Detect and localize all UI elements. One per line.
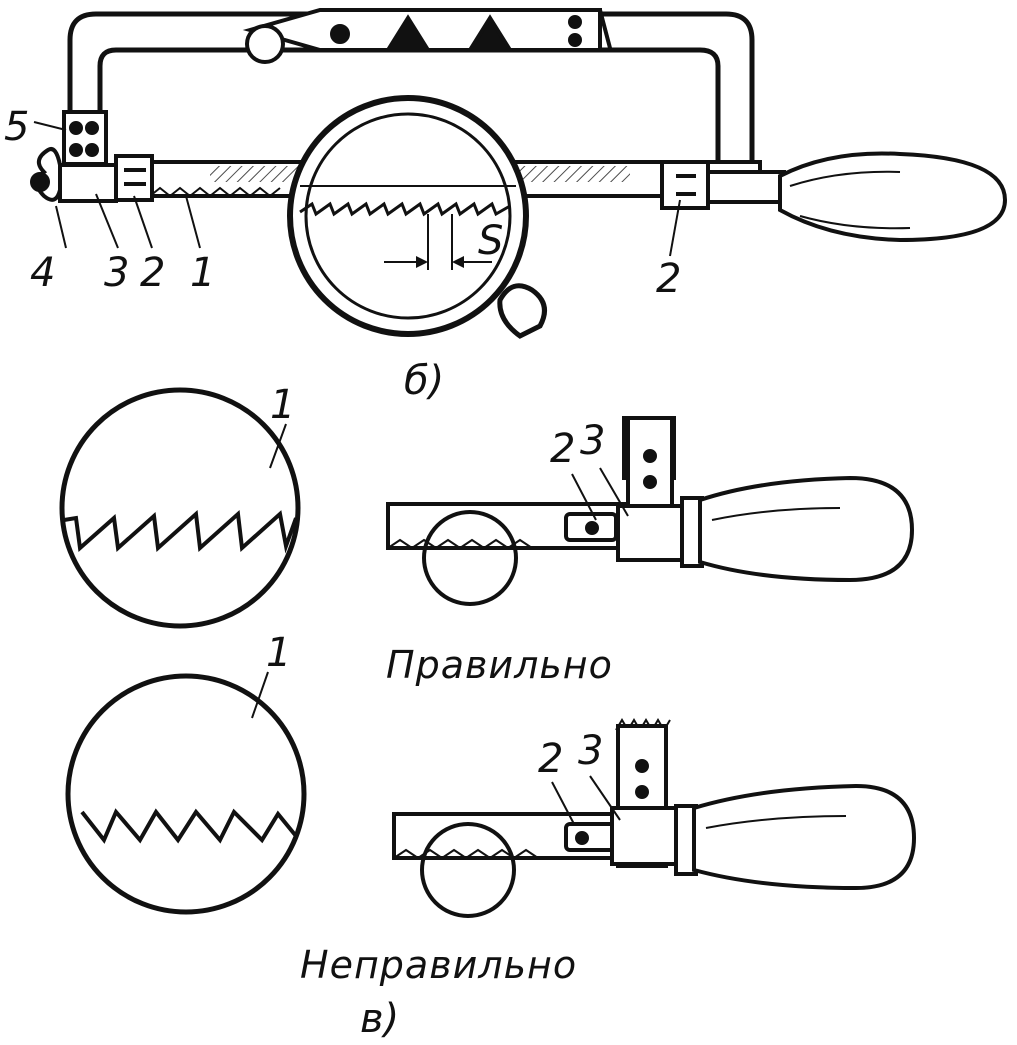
label-detail-2-correct: 2: [550, 426, 575, 472]
label-part-5: 5: [4, 104, 29, 150]
caption-correct: Правильно: [386, 643, 613, 687]
caption-wrong: Неправильно: [300, 943, 577, 987]
frame-slider: [242, 8, 612, 64]
wing-nut: [30, 147, 62, 202]
label-detail-3-correct: 3: [580, 418, 605, 464]
subfigure-label-v: в): [360, 996, 399, 1042]
detail-correct-circle: [59, 387, 301, 629]
subfigure-label-b: б): [404, 358, 444, 404]
label-part-2-right: 2: [656, 256, 681, 302]
label-detail-1-correct: 1: [270, 382, 295, 428]
blade-correct: [386, 416, 915, 606]
blade-wrong: [392, 718, 917, 918]
label-part-4: 4: [30, 250, 55, 296]
magnifier: [287, 95, 547, 339]
right-clamp: [660, 160, 786, 210]
leader-lines-top: [33, 121, 681, 257]
label-pitch: S: [478, 218, 503, 264]
label-detail-3-wrong: 3: [578, 728, 603, 774]
label-detail-2-wrong: 2: [538, 736, 563, 782]
label-part-1: 1: [190, 250, 215, 296]
left-clamp: [58, 110, 154, 203]
label-part-3: 3: [104, 250, 129, 296]
label-detail-1-wrong: 1: [266, 630, 291, 676]
detail-wrong-circle: [65, 671, 307, 915]
saw-handle: [778, 151, 1008, 243]
label-part-2: 2: [140, 250, 165, 296]
